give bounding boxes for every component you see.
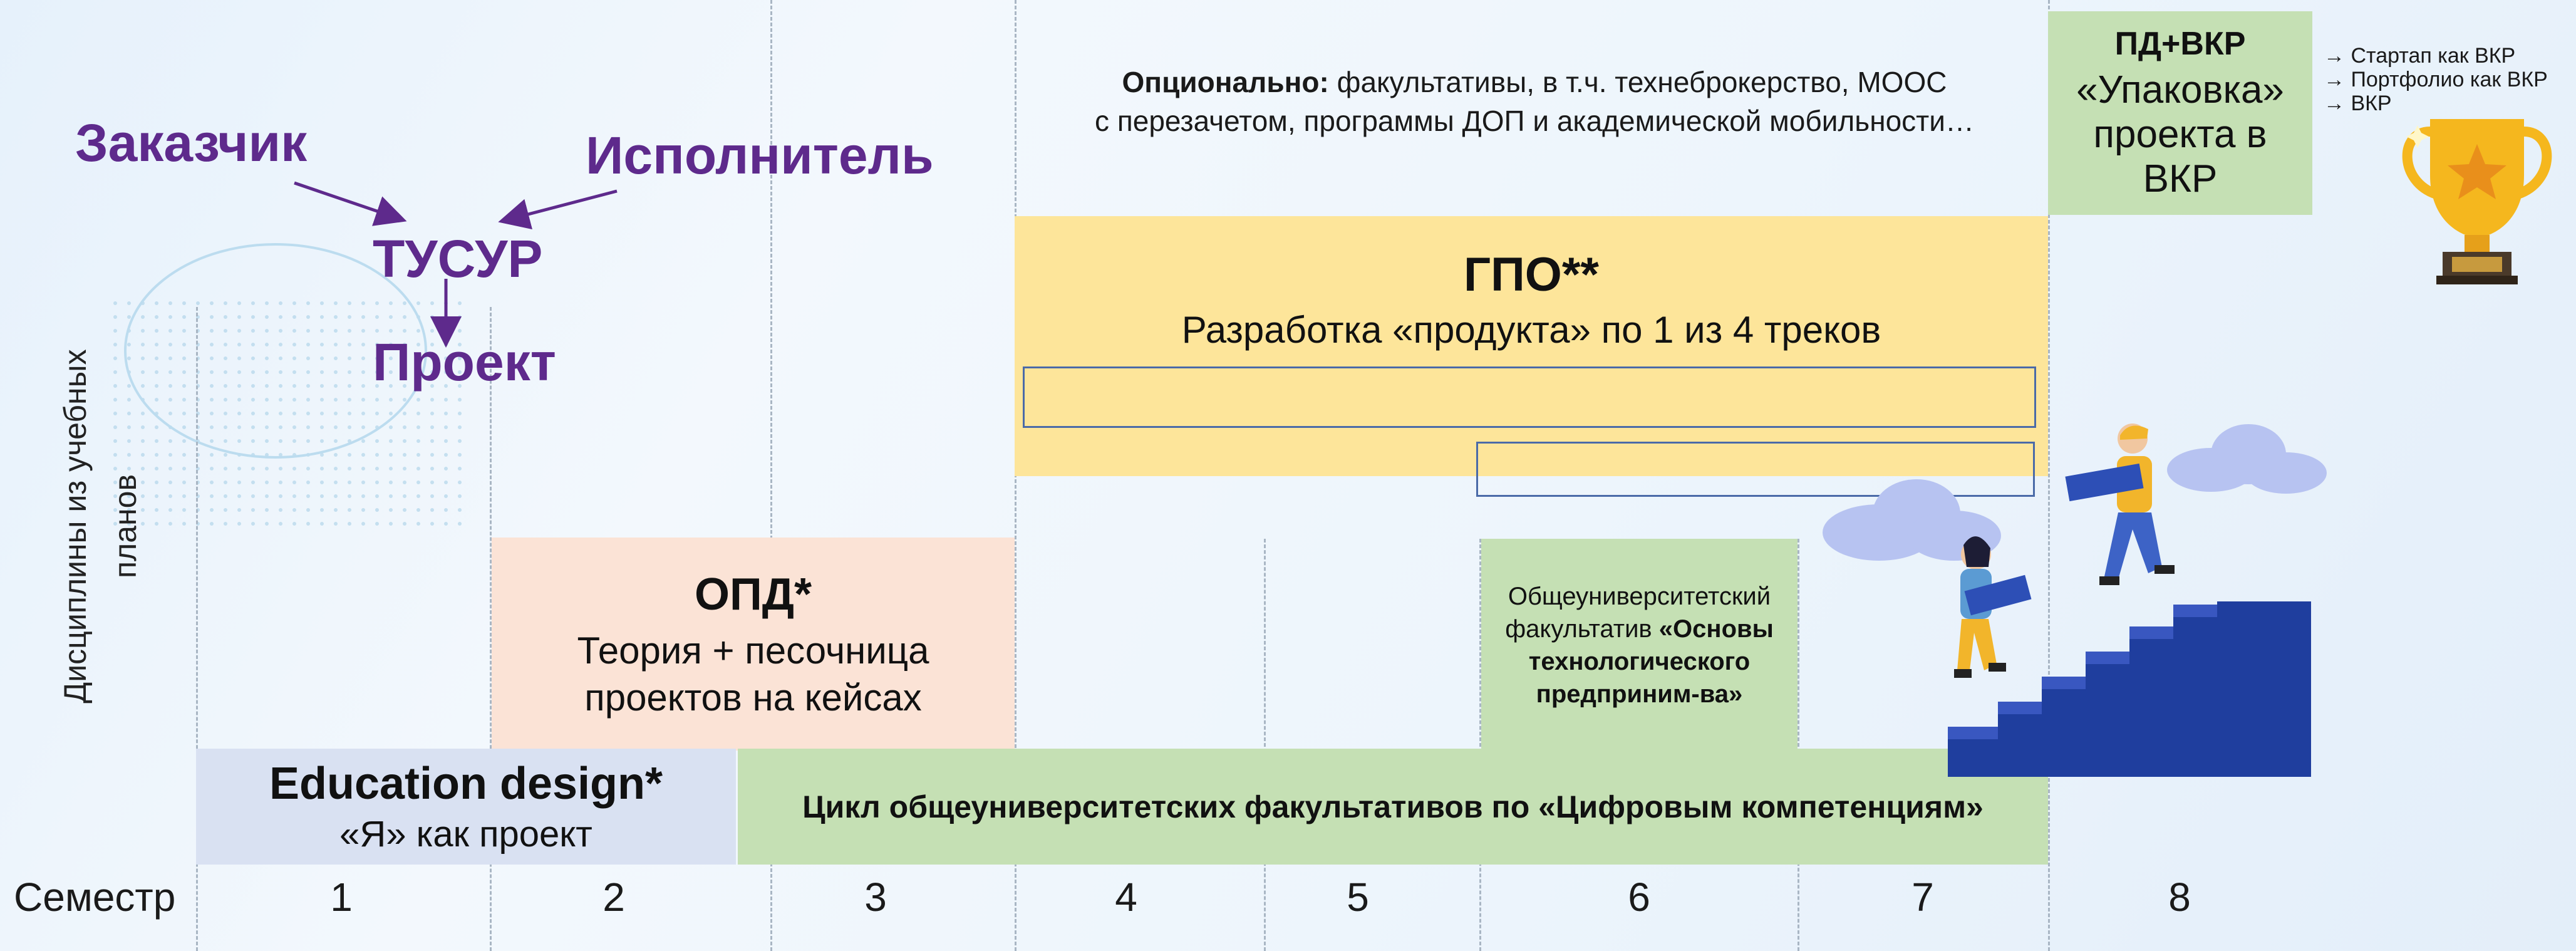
semester-number: 8 xyxy=(2168,875,2191,920)
decorative-dots xyxy=(113,301,463,526)
university-label: ТУСУР xyxy=(373,229,543,288)
vkr-option: → Портфолио как ВКР xyxy=(2324,68,2548,91)
vkr-option: → ВКР xyxy=(2324,91,2392,115)
vkr-options-list: → Стартап как ВКР → Портфолио как ВКР → … xyxy=(2324,44,2548,115)
vkr-option: → Стартап как ВКР xyxy=(2324,44,2516,68)
gpo-subtitle: Разработка «продукта» по 1 из 4 треков xyxy=(1181,309,1881,351)
trophy-icon xyxy=(2402,119,2552,284)
semester-divider xyxy=(1479,539,1481,951)
elective-line1: Общеуниверситетский xyxy=(1508,583,1771,610)
semester-number: 4 xyxy=(1115,875,1137,920)
project-label: Проект xyxy=(373,333,556,392)
semester-divider xyxy=(2048,0,2050,951)
opd-line1: Теория + песочница xyxy=(577,630,929,672)
gpo-title: ГПО** xyxy=(1464,248,1599,301)
customer-label: Заказчик xyxy=(75,113,308,172)
elective-box: Общеуниверситетский факультатив «Основы … xyxy=(1481,539,1798,752)
education-design-box: Education design* «Я» как проект xyxy=(196,749,736,865)
person-icon xyxy=(1954,536,2032,678)
optional-note-line1: факультативы, в т.ч. технеброкерство, МО… xyxy=(1328,66,1947,98)
semester-number: 1 xyxy=(330,875,353,920)
gpo-box: ГПО** Разработка «продукта» по 1 из 4 тр… xyxy=(1015,216,2048,476)
opd-box: ОПД* Теория + песочница проектов на кейс… xyxy=(492,538,1015,751)
elective-line2: факультатив «Основы xyxy=(1505,613,1774,645)
cloud-icon xyxy=(2167,424,2327,494)
pd-vkr-title: ПД+ВКР xyxy=(2114,26,2246,62)
education-design-title: Education design* xyxy=(269,759,663,809)
optional-note: Опционально: факультативы, в т.ч. технеб… xyxy=(1033,63,2035,140)
elective-line2-bold: «Основы xyxy=(1658,615,1774,643)
semester-number: 2 xyxy=(603,875,625,920)
decorative-circle xyxy=(124,243,427,459)
digital-cycle-box: Цикл общеуниверситетских факультативов п… xyxy=(738,749,2048,865)
opd-title: ОПД* xyxy=(694,569,812,620)
education-design-subtitle: «Я» как проект xyxy=(339,814,592,855)
opd-line2: проектов на кейсах xyxy=(584,677,922,719)
digital-cycle-label: Цикл общеуниверситетских факультативов п… xyxy=(802,789,1984,824)
semester-row-label: Семестр xyxy=(14,875,176,920)
semester-divider xyxy=(490,307,492,951)
optional-note-bold: Опционально: xyxy=(1122,66,1329,98)
optional-note-line2: с перезачетом, программы ДОП и академиче… xyxy=(1095,105,1974,137)
semester-number: 3 xyxy=(864,875,887,920)
semester-divider xyxy=(1264,539,1266,951)
pd-vkr-box: ПД+ВКР «Упаковка» проекта в ВКР xyxy=(2048,11,2312,215)
stakeholder-arrows xyxy=(294,181,618,348)
person-icon xyxy=(2065,424,2175,585)
performer-label: Исполнитель xyxy=(586,126,934,185)
elective-line3: технологического xyxy=(1528,648,1751,675)
elective-line2-plain: факультатив xyxy=(1505,615,1659,643)
growth-illustration xyxy=(1823,424,2327,777)
semester-divider xyxy=(1798,539,1799,951)
semester-number: 7 xyxy=(1911,875,1934,920)
semester-divider xyxy=(770,0,772,951)
pd-vkr-line2: проекта в xyxy=(2093,113,2267,156)
gpo-track-bar xyxy=(1023,366,2036,428)
semester-number: 5 xyxy=(1347,875,1369,920)
semester-divider xyxy=(196,307,198,951)
elective-line4: предприним-ва» xyxy=(1536,680,1743,708)
semester-number: 6 xyxy=(1628,875,1650,920)
gpo-track-bar xyxy=(1476,442,2035,497)
pd-vkr-line3: ВКР xyxy=(2143,157,2218,200)
pd-vkr-line1: «Упаковка» xyxy=(2076,68,2284,112)
